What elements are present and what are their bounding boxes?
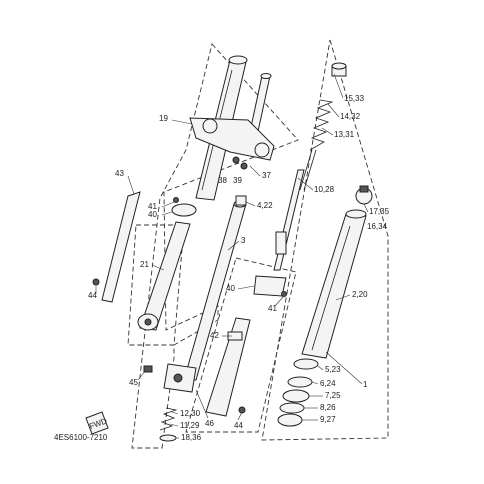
callout-c38: 38 — [218, 176, 227, 185]
small-spring — [159, 407, 178, 442]
leader-lines — [95, 73, 369, 439]
callout-c40a: 40 — [148, 210, 157, 219]
right-adjuster — [355, 185, 373, 205]
right-fork-group-outline — [261, 39, 389, 441]
callout-c13_31: 13,31 — [334, 130, 355, 139]
left-axle-bracket — [143, 363, 197, 393]
left-lower-group-outline — [127, 224, 185, 346]
fwd-arrow-badge: FWD — [85, 411, 109, 435]
callout-c17_35: 17,35 — [369, 207, 390, 216]
callout-c15_33: 15,33 — [344, 94, 365, 103]
callout-c12_30: 12,30 — [180, 409, 201, 418]
upper-clamp — [171, 197, 197, 217]
callout-c45: 45 — [129, 378, 138, 387]
left-lower-tube — [137, 221, 191, 331]
callout-c46: 46 — [205, 419, 214, 428]
right-spring — [299, 99, 334, 191]
callout-c19: 19 — [159, 114, 168, 123]
lower-clamp — [253, 275, 287, 297]
right-fork-guard — [205, 317, 251, 417]
callout-labels: 15,33 14,32 13,31 10,28 17,35 16,34 19 37 38 39 43… — [88, 94, 390, 442]
callout-c7_25: 7,25 — [325, 391, 341, 400]
right-outer-tube — [301, 209, 367, 359]
right-damper-rod — [273, 169, 305, 271]
right-fork-cap — [331, 62, 347, 77]
callout-c2_20: 2,20 — [352, 290, 368, 299]
callout-c11_29: 11,29 — [180, 421, 200, 430]
callout-c18_36: 18,36 — [181, 433, 202, 442]
callout-c44b: 44 — [234, 421, 243, 430]
seal-stack — [277, 358, 319, 427]
callout-c3: 3 — [241, 236, 246, 245]
callout-c16_34: 16,34 — [367, 222, 388, 231]
callout-c42: 42 — [210, 331, 219, 340]
callout-c37: 37 — [262, 171, 271, 180]
callout-c4_22: 4,22 — [257, 201, 273, 210]
callout-c41a: 41 — [148, 202, 157, 211]
callout-c44a: 44 — [88, 291, 97, 300]
callout-c6_24: 6,24 — [320, 379, 336, 388]
callout-c43: 43 — [115, 169, 124, 178]
drawing-code: 4ES6100-7210 — [54, 433, 108, 442]
callout-c21: 21 — [140, 260, 149, 269]
callout-c41b: 41 — [268, 304, 277, 313]
callout-c5_23: 5,23 — [325, 365, 341, 374]
callout-c8_26: 8,26 — [320, 403, 336, 412]
left-fork-guard — [92, 191, 141, 303]
callout-c9_27: 9,27 — [320, 415, 336, 424]
callout-c10_28: 10,28 — [314, 185, 335, 194]
callout-c14_32: 14,32 — [340, 112, 361, 121]
callout-c40b: 40 — [226, 284, 235, 293]
callout-c1: 1 — [363, 380, 368, 389]
callout-c39: 39 — [233, 176, 242, 185]
upper-bracket — [189, 117, 275, 170]
